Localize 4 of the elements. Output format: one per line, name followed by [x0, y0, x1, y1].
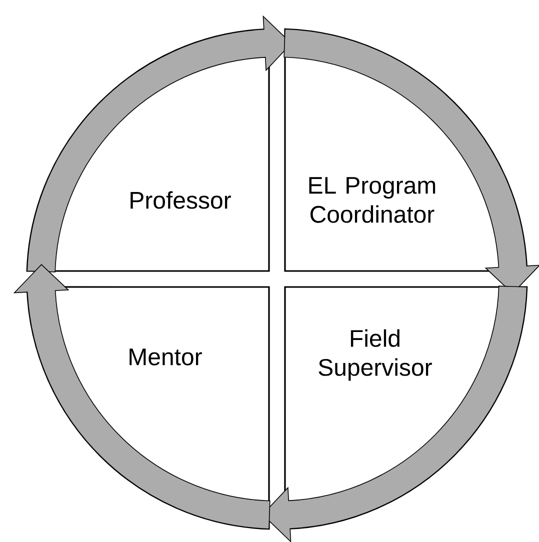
quadrant-box: Field Supervisor	[284, 286, 528, 530]
quadrant-box: Mentor	[26, 286, 270, 530]
quadrant-box: Professor	[26, 28, 270, 272]
quadrant-box: EL Program Coordinator	[284, 28, 528, 272]
